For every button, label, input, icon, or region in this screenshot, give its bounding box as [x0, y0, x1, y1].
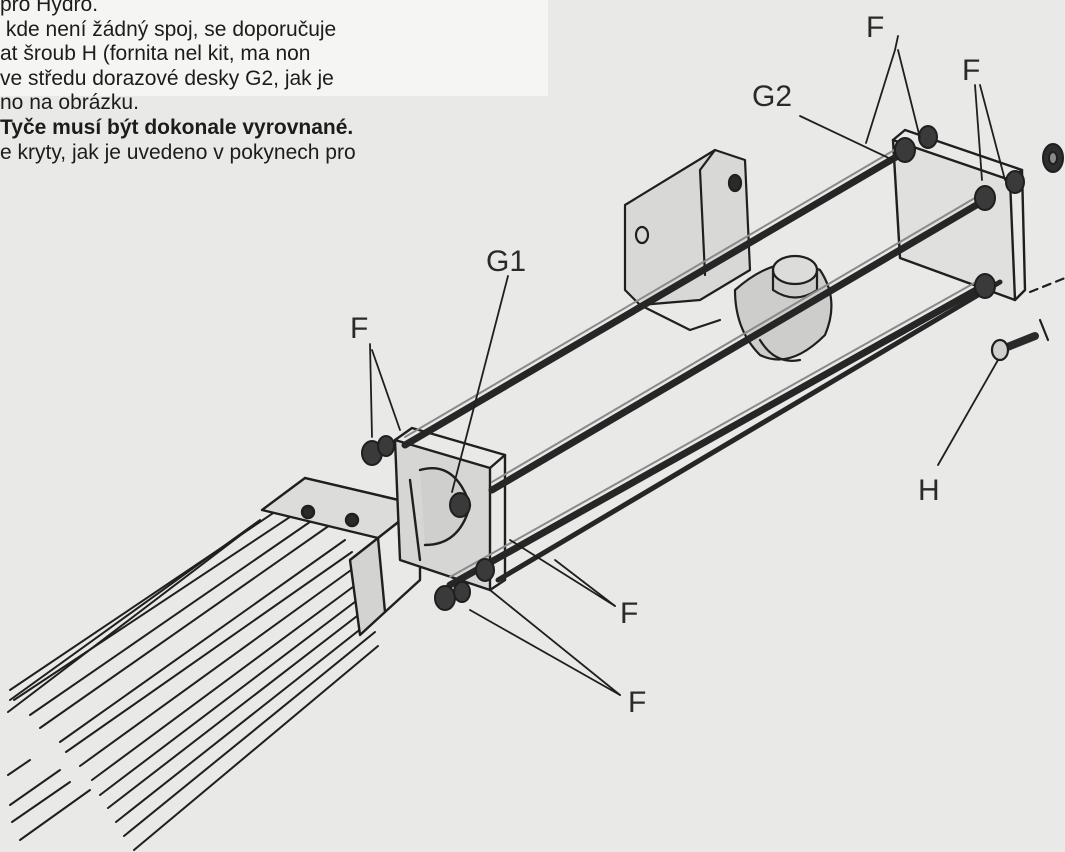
screw-h	[990, 276, 1065, 362]
threaded-rods	[401, 146, 1003, 589]
hydraulic-joint	[733, 254, 833, 362]
profile-extrusion	[7, 494, 379, 851]
instruction-line: no na obrázku.	[0, 91, 139, 115]
label-f-top-left: F	[866, 11, 884, 44]
label-f-lower-2: F	[628, 686, 646, 719]
label-f-top-right: F	[962, 54, 980, 87]
leader-lines	[369, 35, 1006, 696]
washer-nut	[1042, 143, 1064, 173]
mounting-bracket	[623, 148, 752, 332]
label-g2: G2	[752, 80, 792, 113]
instruction-line: pro Hydro.	[0, 0, 99, 16]
instruction-line: at šroub H (fornita nel kit, ma non	[0, 42, 311, 66]
instruction-line-bold: Tyče musí být dokonale vyrovnané.	[0, 115, 354, 139]
instruction-line: e kryty, jak je uvedeno v pokynech pro	[0, 140, 356, 164]
nuts	[361, 125, 1025, 611]
instruction-text-background	[0, 0, 548, 96]
stop-plate-g1	[393, 426, 507, 592]
label-f-left: F	[350, 312, 368, 345]
label-g1: G1	[486, 245, 526, 278]
instruction-line: kde není žádný spoj, se doporučuje	[0, 17, 337, 41]
instruction-text: pro Hydro. kde není žádný spoj, se dopor…	[0, 0, 560, 165]
instruction-line: ve středu dorazové desky G2, jak je	[0, 66, 334, 90]
label-f-lower-1: F	[620, 597, 638, 630]
label-h: H	[918, 474, 940, 507]
